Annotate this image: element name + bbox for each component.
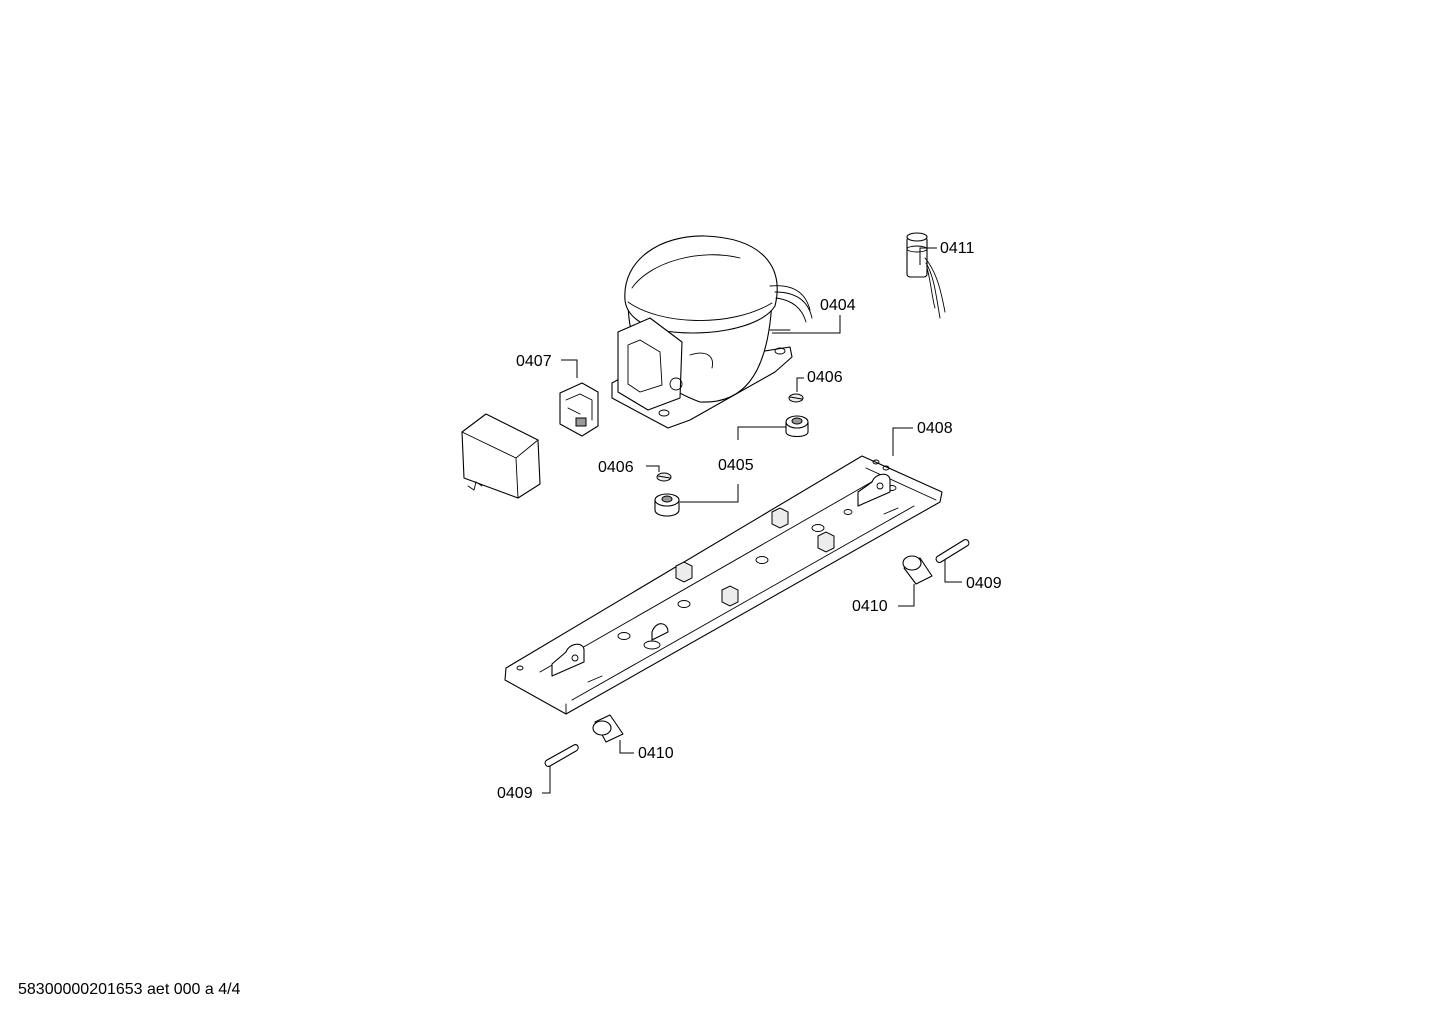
label-0411[interactable]: 0411 [940,240,975,257]
mounting-rail-part[interactable] [504,455,943,715]
label-0404[interactable]: 0404 [820,297,856,314]
screw-lower-part[interactable] [656,472,672,482]
label-0410-left[interactable]: 0410 [638,745,674,762]
grommet-upper-part[interactable] [785,415,809,438]
sleeve-right-part[interactable] [902,555,933,585]
compressor-part[interactable] [611,235,813,429]
sleeve-left-part[interactable] [592,714,624,743]
label-0405[interactable]: 0405 [718,457,754,474]
document-code: 58300000201653 aet 000 a 4/4 [18,981,241,998]
label-0409-right[interactable]: 0409 [966,575,1002,592]
screw-upper-part[interactable] [788,393,804,403]
relay-part[interactable] [559,382,599,437]
leader-lines [542,247,962,794]
label-0406-lower[interactable]: 0406 [598,459,634,476]
label-0407[interactable]: 0407 [516,353,552,370]
label-0409-left[interactable]: 0409 [497,785,533,802]
label-0406-upper[interactable]: 0406 [807,369,843,386]
pin-right-part[interactable] [935,539,970,563]
part-labels: 0411 0404 0407 0406 0408 0405 0406 0409 … [497,240,1002,802]
pin-left-part[interactable] [544,744,579,767]
label-0408[interactable]: 0408 [917,420,953,437]
capacitor-part[interactable] [906,232,946,319]
terminal-cover-part[interactable] [461,413,541,499]
grommet-lower-part[interactable] [654,493,680,517]
label-0410-right[interactable]: 0410 [852,598,888,615]
